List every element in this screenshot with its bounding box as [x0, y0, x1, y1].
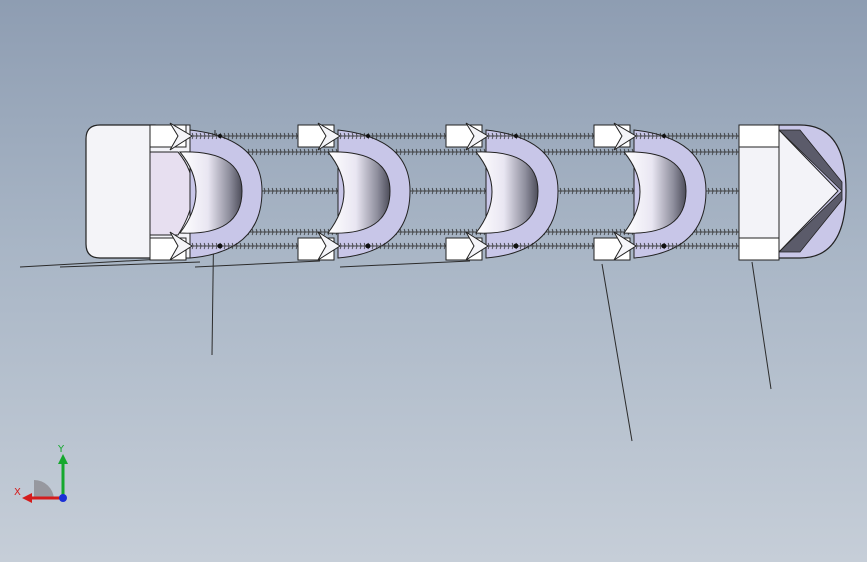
pin [513, 243, 519, 249]
bottom-arrow [613, 231, 637, 261]
x-axis-head [22, 493, 32, 503]
piston-stage-1[interactable] [149, 122, 298, 261]
bottom-spring [191, 242, 298, 250]
piston-stage-3[interactable] [445, 122, 594, 261]
top-arrow [317, 122, 341, 151]
pin [365, 243, 371, 249]
top-arrow [613, 122, 637, 151]
spring-coil [635, 242, 738, 250]
spring-coil [487, 132, 594, 140]
top-spring [635, 132, 739, 140]
piston-stages[interactable] [149, 122, 739, 261]
spring-coil [339, 132, 446, 140]
orientation-triad[interactable]: X Y [14, 442, 74, 506]
top-arrow [465, 122, 489, 151]
x-axis-label: X [14, 487, 21, 498]
stage-bore [178, 151, 243, 234]
spring-coil [635, 132, 738, 140]
top-arrow [169, 122, 193, 151]
piston-stage-4[interactable] [593, 122, 739, 261]
bottom-spring [635, 242, 739, 250]
bottom-spring [487, 242, 594, 250]
stage-bore [622, 151, 687, 234]
pin [514, 134, 518, 138]
bottom-spring [339, 242, 446, 250]
spring-coil [191, 132, 298, 140]
stage-bore [326, 151, 391, 234]
triad-plane [34, 480, 54, 499]
pin [662, 134, 666, 138]
top-spring [487, 132, 594, 140]
top-spring [339, 132, 446, 140]
bottom-arrow [465, 231, 489, 261]
pin [218, 134, 222, 138]
spring-coil [191, 242, 298, 250]
pin [366, 134, 370, 138]
right-end-cap[interactable] [738, 124, 847, 261]
y-axis-head [58, 454, 68, 464]
y-axis-label: Y [57, 444, 65, 455]
stage-bore [474, 151, 539, 234]
pin [661, 243, 667, 249]
z-axis-dot [59, 494, 67, 502]
top-spring [191, 132, 298, 140]
spring-coil [487, 242, 594, 250]
piston-stage-2[interactable] [297, 122, 446, 261]
bottom-arrow [317, 231, 341, 261]
spring-coil [339, 242, 446, 250]
pin [217, 243, 223, 249]
bottom-arrow [169, 231, 193, 261]
